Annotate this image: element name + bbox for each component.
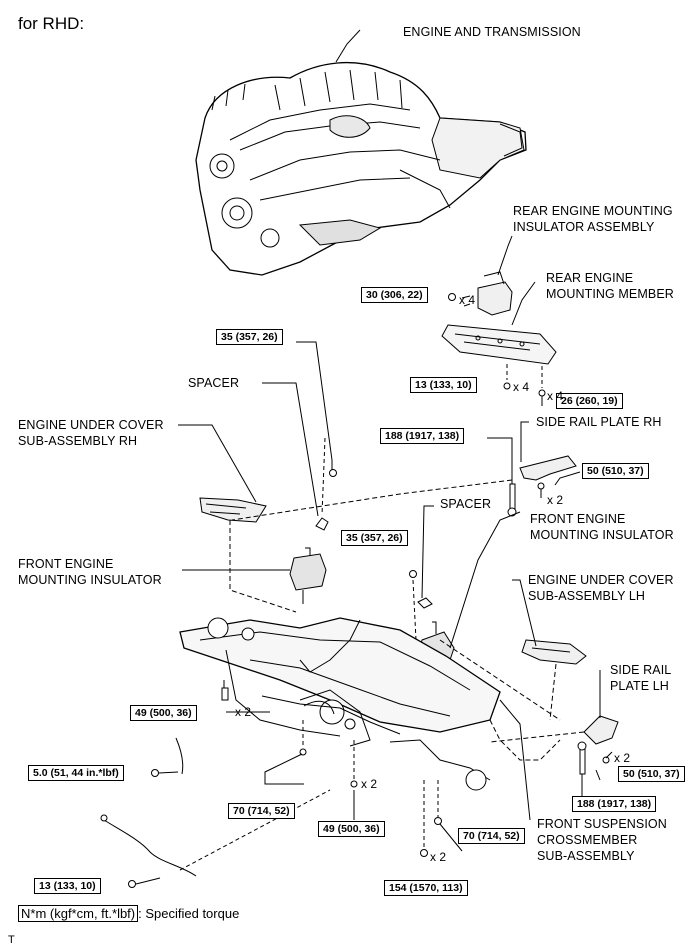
qty-rear-member-bolt: x 4 (547, 389, 564, 403)
label-front-insulator-left-line1: FRONT ENGINE (18, 557, 114, 571)
label-crossmember-line2: CROSSMEMBER (537, 833, 638, 847)
side-rail-plate-rh-drawing (231, 421, 581, 521)
torque-crossmember-bolt-front: 154 (1570, 113) (384, 880, 468, 896)
label-side-rail-lh-line2: PLATE LH (610, 679, 669, 693)
torque-crossmember-bolt-center: 49 (500, 36) (318, 821, 385, 837)
qty-crossmember-left: x 2 (235, 705, 252, 719)
cable-drawing (100, 737, 331, 888)
page-title: for RHD: (18, 14, 85, 33)
torque-rear-member-nut: 13 (133, 10) (410, 377, 477, 393)
corner-mark: T (8, 934, 15, 946)
qty-rear-member-nut: x 4 (513, 380, 530, 394)
qty-crossmember-front: x 2 (430, 850, 447, 864)
label-rear-insulator-line2: INSULATOR ASSEMBLY (513, 220, 655, 234)
legend-unit: N*m (kgf*cm, ft.*lbf) (18, 905, 139, 922)
under-cover-lh-drawing (512, 579, 587, 721)
qty-side-rail-lh: x 2 (614, 751, 631, 765)
label-under-cover-lh-line1: ENGINE UNDER COVER (528, 573, 674, 587)
torque-rear-insulator-bolt: 30 (306, 22) (361, 287, 428, 303)
torque-crossmember-nut-right: 70 (714, 52) (458, 828, 525, 844)
label-rear-member-line2: MOUNTING MEMBER (546, 287, 674, 301)
label-front-insulator-right-line1: FRONT ENGINE (530, 512, 626, 526)
label-front-insulator-right-line2: MOUNTING INSULATOR (530, 528, 674, 542)
torque-side-rail-rh-bolt: 50 (510, 37) (582, 463, 649, 479)
crossmember-drawing (179, 617, 561, 857)
engine-transmission-drawing (195, 29, 527, 276)
label-spacer-top: SPACER (188, 376, 240, 390)
label-front-insulator-left-line2: MOUNTING INSULATOR (18, 573, 162, 587)
legend-text: : Specified torque (138, 906, 240, 921)
torque-spacer-nut-lh: 35 (357, 26) (341, 530, 408, 546)
torque-side-rail-rh-bolt-long: 188 (1917, 138) (380, 428, 465, 444)
rear-mounting-member-drawing (441, 281, 557, 406)
torque-crossmember-nut-left: 70 (714, 52) (228, 803, 295, 819)
label-engine-transmission: ENGINE AND TRANSMISSION (403, 25, 581, 39)
torque-side-rail-lh-bolt-long: 188 (1917, 138) (572, 796, 657, 812)
rear-insulator-drawing (448, 235, 513, 316)
torque-harness-bolt: 13 (133, 10) (34, 878, 101, 894)
label-side-rail-lh-line1: SIDE RAIL (610, 663, 672, 677)
qty-crossmember-center: x 2 (361, 777, 378, 791)
qty-side-rail-rh: x 2 (547, 493, 564, 507)
torque-crossmember-bolt-left: 49 (500, 36) (130, 705, 197, 721)
under-cover-rh-drawing (178, 424, 297, 613)
label-rear-insulator-line1: REAR ENGINE MOUNTING (513, 204, 673, 218)
legend: N*m (kgf*cm, ft.*lbf): Specified torque (18, 905, 240, 922)
label-side-rail-rh: SIDE RAIL PLATE RH (536, 415, 662, 429)
label-under-cover-rh-line2: SUB-ASSEMBLY RH (18, 434, 138, 448)
label-under-cover-lh-line2: SUB-ASSEMBLY LH (528, 589, 646, 603)
torque-cable-bolt: 5.0 (51, 44 in.*lbf) (28, 765, 124, 781)
torque-side-rail-lh-bolt: 50 (510, 37) (618, 766, 685, 782)
label-under-cover-rh-line1: ENGINE UNDER COVER (18, 418, 164, 432)
side-rail-plate-lh-drawing (489, 670, 619, 790)
label-crossmember-line3: SUB-ASSEMBLY (537, 849, 635, 863)
qty-rear-insulator: x 4 (459, 293, 476, 307)
front-insulator-left-drawing (182, 547, 327, 604)
label-crossmember-line1: FRONT SUSPENSION (537, 817, 667, 831)
torque-rear-member-bolt: 26 (260, 19) (556, 393, 623, 409)
label-rear-member-line1: REAR ENGINE (546, 271, 634, 285)
label-spacer-mid: SPACER (440, 497, 492, 511)
torque-spacer-nut-rh: 35 (357, 26) (216, 329, 283, 345)
